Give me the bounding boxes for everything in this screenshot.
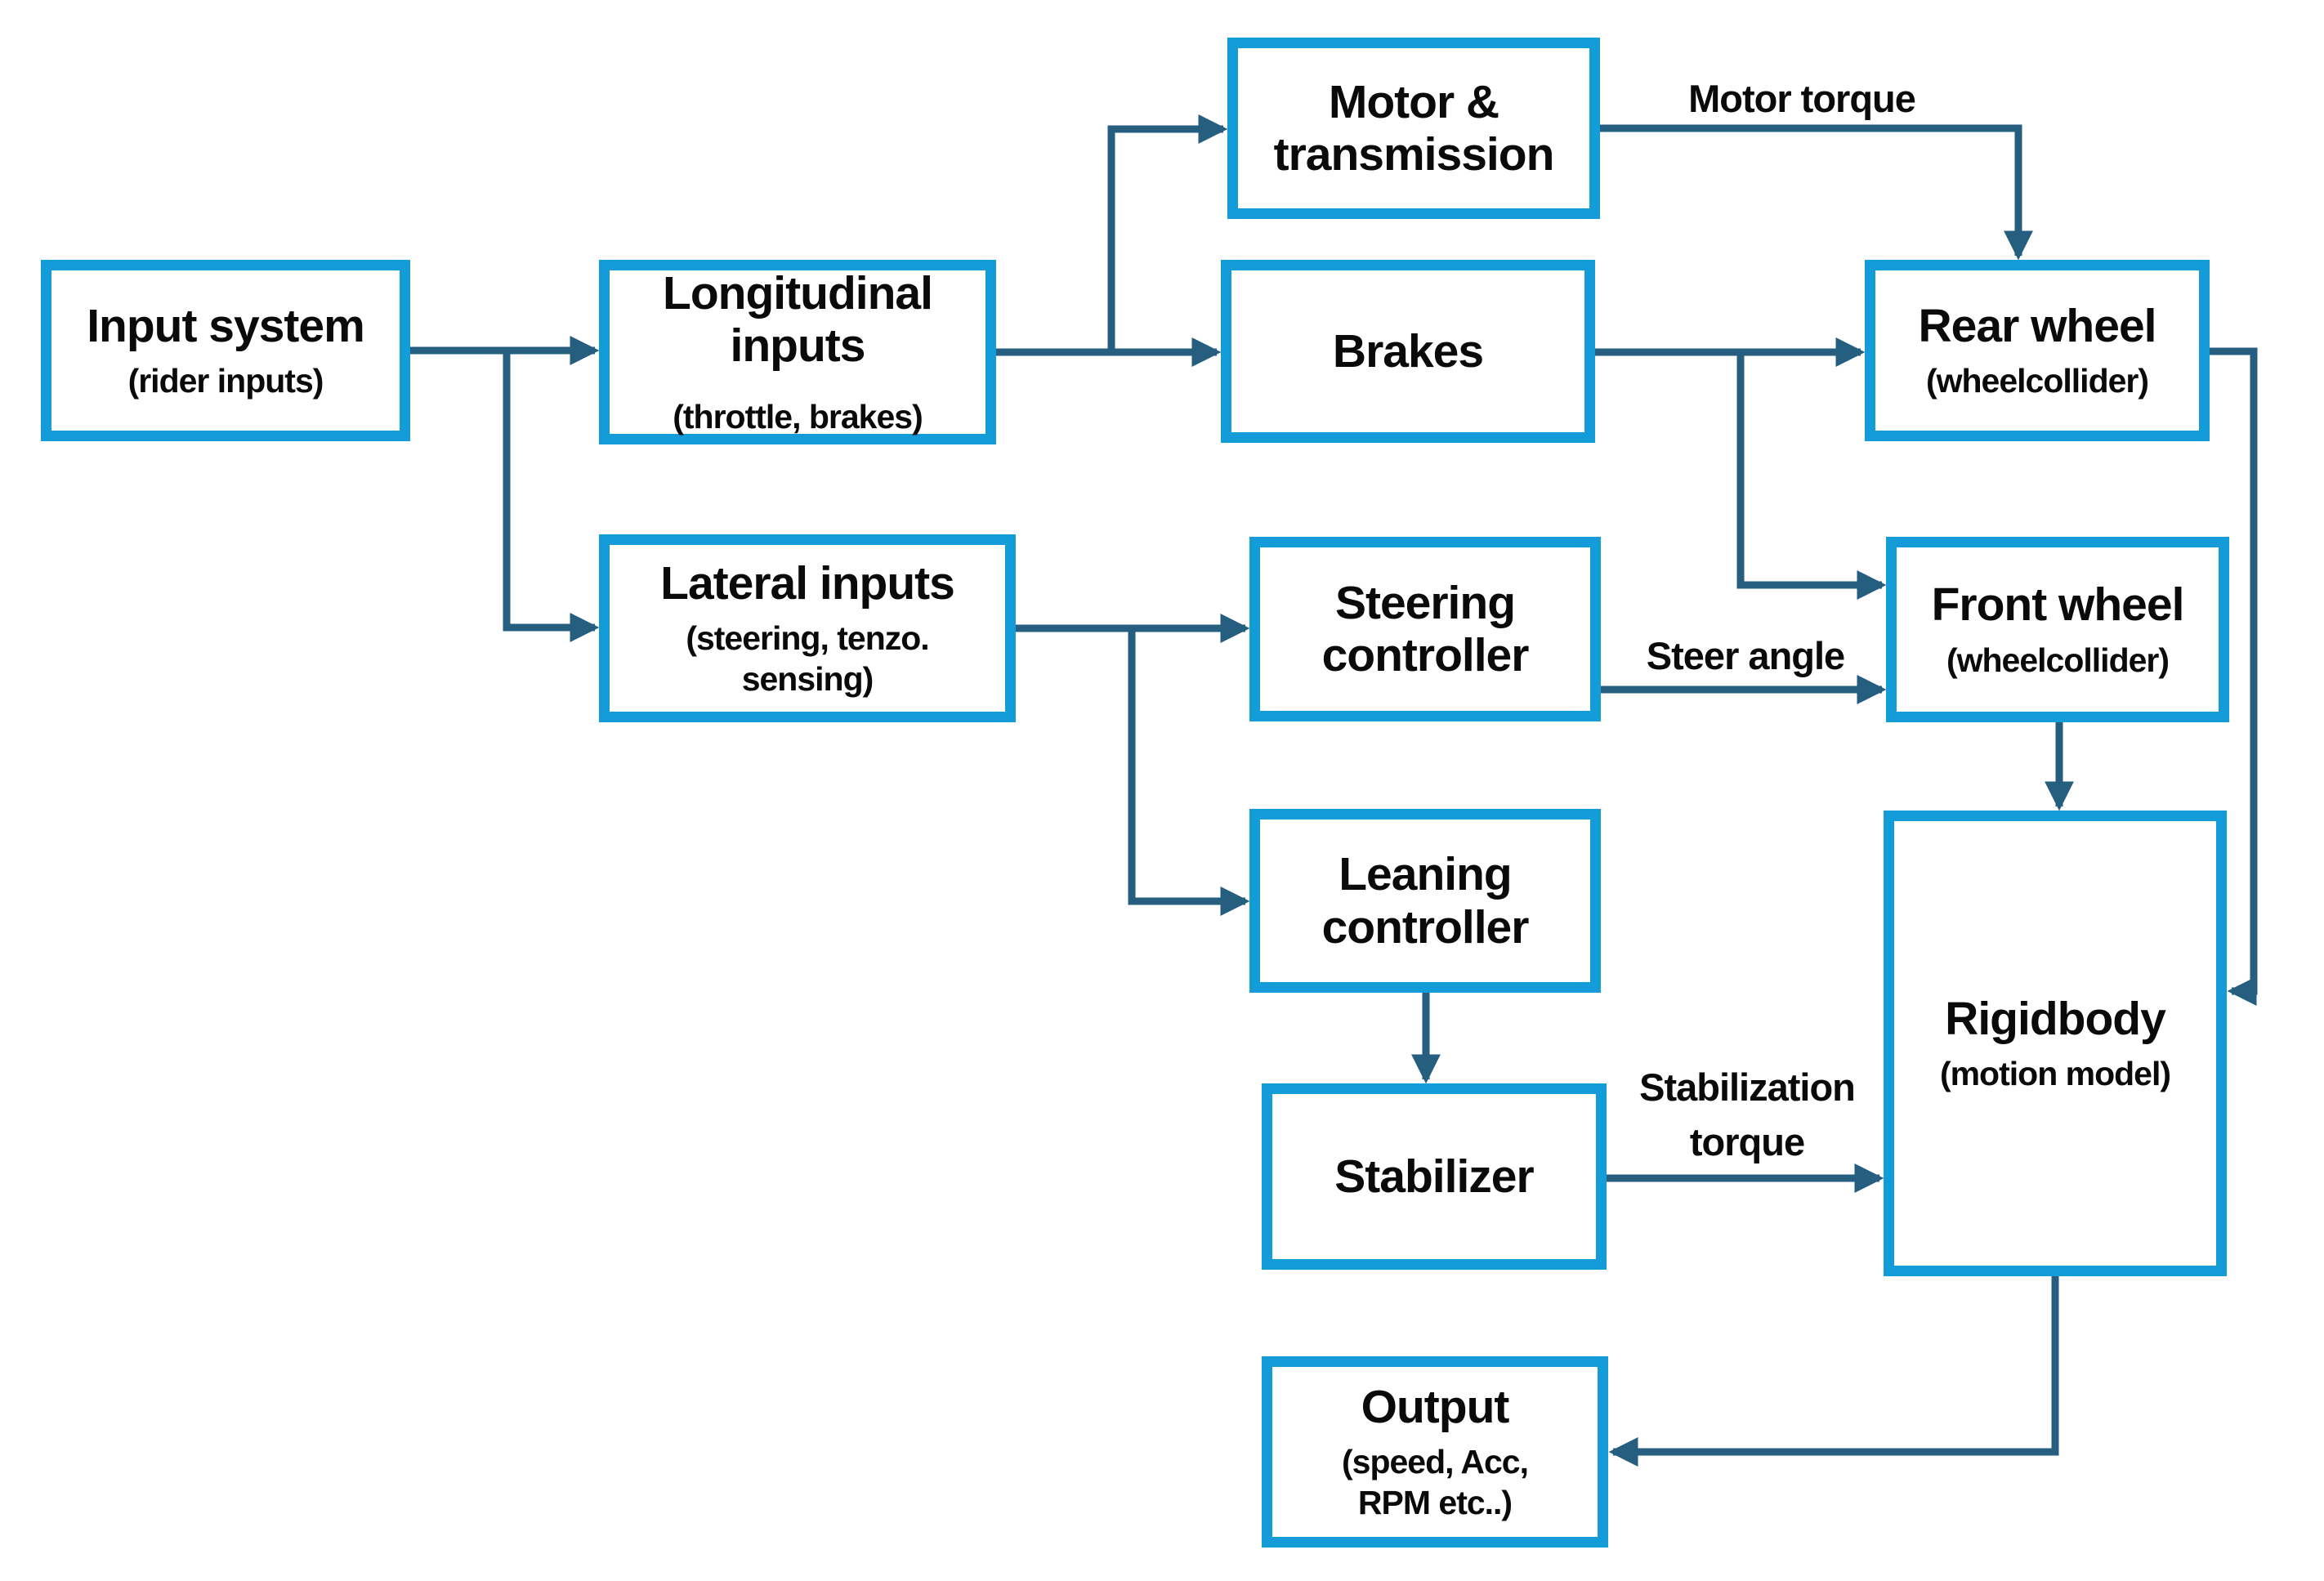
- edge-label-motor-torque: Motor torque: [1688, 77, 1916, 120]
- node-title: Motor & transmission: [1273, 75, 1555, 181]
- node-lateral-inputs: Lateral inputs (steering, tenzo. sensing…: [599, 534, 1016, 722]
- edge-motor-to-rearwheel: [1600, 124, 2033, 261]
- node-title: Rear wheel: [1918, 299, 2157, 352]
- node-stabilizer: Stabilizer: [1262, 1083, 1607, 1270]
- node-title: Leaning controller: [1321, 848, 1530, 954]
- node-title: Front wheel: [1931, 578, 2185, 632]
- node-title: Stabilizer: [1334, 1150, 1534, 1203]
- edge-longitudinal-branch-to-motor: [1107, 114, 1228, 352]
- edge-input-branch-to-lateral: [503, 351, 600, 642]
- node-input-system: Input system (rider inputs): [41, 260, 410, 441]
- node-motor-transmission: Motor & transmission: [1227, 38, 1600, 219]
- node-subtitle: (motion model): [1939, 1055, 2171, 1093]
- node-subtitle: (steering, tenzo. sensing): [686, 619, 929, 699]
- node-leaning-controller: Leaning controller: [1249, 809, 1601, 993]
- node-subtitle: (speed, Acc, RPM etc..): [1341, 1443, 1529, 1522]
- edge-rearwheel-to-rigidbody: [2210, 347, 2258, 1006]
- node-subtitle: (throttle, brakes): [673, 398, 923, 436]
- node-longitudinal-inputs: Longitudinal inputs (throttle, brakes): [599, 260, 996, 444]
- node-subtitle: (rider inputs): [127, 362, 324, 400]
- node-output: Output (speed, Acc, RPM etc..): [1262, 1356, 1608, 1548]
- node-front-wheel: Front wheel (wheelcollider): [1886, 537, 2229, 722]
- node-rigidbody: Rigidbody (motion model): [1884, 811, 2227, 1276]
- node-title: Steering controller: [1321, 576, 1530, 681]
- node-subtitle: (wheelcollider): [1925, 362, 2149, 400]
- edge-lateral-branch-to-leaning: [1128, 628, 1250, 916]
- edge-rigidbody-to-output: [1608, 1276, 2059, 1467]
- node-rear-wheel: Rear wheel (wheelcollider): [1865, 260, 2210, 441]
- node-subtitle: (wheelcollider): [1946, 641, 2170, 679]
- node-title: Output: [1361, 1380, 1510, 1433]
- node-title: Input system: [87, 299, 365, 352]
- edge-brakes-branch-to-frontwheel: [1736, 352, 1887, 600]
- node-steering-controller: Steering controller: [1249, 537, 1601, 721]
- node-brakes: Brakes: [1221, 260, 1595, 443]
- node-title: Lateral inputs: [660, 556, 955, 610]
- edge-label-steer-angle: Steer angle: [1646, 634, 1845, 677]
- node-title: Rigidbody: [1945, 992, 2166, 1045]
- node-title: Brakes: [1332, 324, 1484, 377]
- node-title: Longitudinal inputs: [663, 266, 933, 372]
- edge-label-stabilization-torque: Stabilization torque: [1639, 1065, 1856, 1163]
